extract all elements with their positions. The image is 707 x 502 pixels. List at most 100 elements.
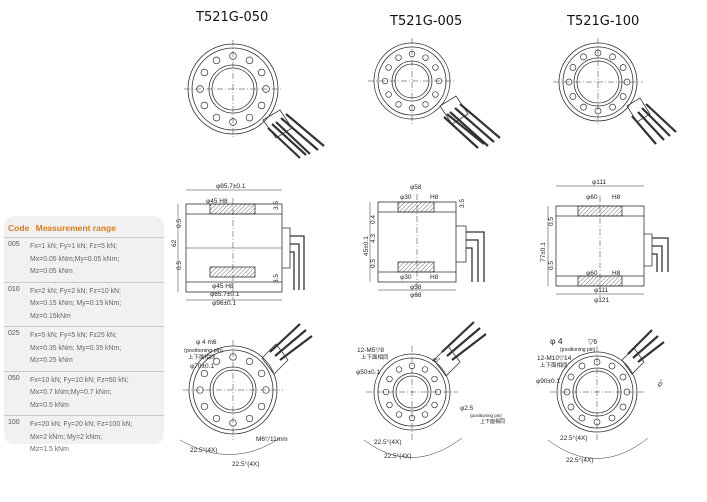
ang2-005: 22.5°(4X) xyxy=(384,452,412,460)
model-title-050: T521G-050 xyxy=(196,10,269,25)
header-range: Measurement range xyxy=(35,223,116,233)
row-range-line: Mx=2 kNm; My=2 kNm; xyxy=(30,433,102,441)
dim-bore-fit-100a: H8 xyxy=(612,194,621,201)
row-code: 025 xyxy=(8,330,20,337)
side-labels-005: φ58 φ30 H8 φ30 H8 φ58 φ68 45±0.1 0.4 4.3… xyxy=(363,184,466,299)
bottom-view-050 xyxy=(179,323,313,455)
row-range-line: Mx=0.35 kNm; My=0.35 kNm; xyxy=(30,344,122,352)
dim-bore-fit-100b: H8 xyxy=(612,270,621,277)
dim-05b-050: 0.5 xyxy=(176,261,183,270)
row-range-line: Fx=1 kN; Fy=1 kN; Fz=5 kN; xyxy=(30,243,118,250)
pin-depth-100: ▽6 xyxy=(588,339,597,346)
row-range-line: Fx=20 kN; Fy=20 kN; Fz=100 kN; xyxy=(30,421,133,428)
row-range-line: Fx=10 kN; Fy=10 kN; Fz=50 kN; xyxy=(30,376,129,384)
dim-05a-100: 0.5 xyxy=(548,217,555,226)
measurement-range-table: Code Measurement range 005 Fx=1 kN; Fy=1 … xyxy=(4,216,164,453)
dim-05a-050: 0.5 xyxy=(176,219,183,228)
pcd-050: φ70±0.1 xyxy=(190,363,214,370)
dim-bore-bot-005: φ30 xyxy=(400,274,412,281)
dim-bot1-100: φ111 xyxy=(594,287,608,294)
dim-bot2-005: φ68 xyxy=(410,292,422,299)
dim-04-005: 0.4 xyxy=(370,215,377,224)
top-view-005 xyxy=(368,38,501,149)
row-range-line: Mz=1.5 kNm xyxy=(30,446,69,453)
table-header: Code Measurement range xyxy=(8,223,120,233)
ang1-050: 22.5°(4X) xyxy=(190,446,218,454)
row-code: 005 xyxy=(8,241,20,248)
pin-005: φ2.5 xyxy=(460,405,474,412)
dim-bore-bot-100: φ60 xyxy=(586,270,598,277)
bottom-labels-100: φ 4 ▽6 (positioning pin) 12-M10▽14 上下面相同… xyxy=(536,336,666,464)
dim-bore-fit-005a: H8 xyxy=(430,194,439,201)
dim-height-100: 77±0.1 xyxy=(540,242,547,262)
side-labels-100: φ111 φ60 H8 φ60 H8 φ111 φ121 77±0.1 0.5 … xyxy=(540,179,621,304)
ang2-100: 22.5°(4X) xyxy=(566,456,594,464)
dim-top-050: φ85.7±0.1 xyxy=(216,183,246,190)
header-code: Code xyxy=(8,223,30,233)
dim-height-050: 62 xyxy=(171,239,178,247)
dim-bore-top-050: φ45 H8 xyxy=(206,198,228,205)
ang1-100: 22.5°(4X) xyxy=(560,434,588,442)
thread-005: 12-M5▽8 xyxy=(357,347,384,354)
row-range-line: Mx=0.15 kNm; My=0.15 kNm; xyxy=(30,300,122,307)
pin-100: φ 4 xyxy=(550,336,563,346)
dim-bot1-050: φ85.7±0.1 xyxy=(210,291,240,298)
table-row: 025 Fx=5 kN; Fy=5 kN; Fz25 kN; Mx=0.35 kNm… xyxy=(4,326,164,371)
bottom-view-005 xyxy=(363,321,487,458)
row-range-line: Fx=2 kN; Fy=2 kN; Fz=10 kN; xyxy=(30,287,121,295)
table-row: 050 Fx=10 kN; Fy=10 kN; Fz=50 kN; Mx=0.7 k… xyxy=(4,370,164,416)
dim-top-005: φ58 xyxy=(410,184,422,191)
dim-top-100: φ111 xyxy=(592,179,606,186)
thread-cn-100: 上下面相同 xyxy=(540,361,568,369)
dim-bot2-050: φ96±0.1 xyxy=(212,300,236,307)
thread-100: 12-M10▽14 xyxy=(537,355,572,362)
side-labels-050: φ85.7±0.1 φ45 H8 φ45 H8 φ85.7±0.1 φ96±0.… xyxy=(171,183,280,307)
dim-35b-050: 3.5 xyxy=(273,274,280,283)
pcd-100: φ90±0.1 xyxy=(536,378,560,385)
dim-35a-050: 3.5 xyxy=(273,201,280,210)
row-range-line: Mz=0.05 kNm xyxy=(30,268,73,275)
side-view-100 xyxy=(547,185,669,298)
dim-bore-top-100: φ60 xyxy=(586,194,598,201)
row-range-line: Mx=0.05 kNm;My=0.05 kNm; xyxy=(30,255,120,263)
dim-43-005: 4.3 xyxy=(370,234,377,243)
side-view-050 xyxy=(177,189,305,301)
ang-100: 45° xyxy=(657,379,666,389)
bottom-labels-005: 12-M5▽8 上下面相同 45° φ50±0.1 φ2.5 (position… xyxy=(356,347,505,460)
row-range-line: Mz=0.5 kNm xyxy=(30,401,69,409)
pin-note-100: (positioning pin) xyxy=(560,347,596,353)
row-code: 100 xyxy=(8,419,20,426)
ang2-050: 22.5°(4X) xyxy=(232,460,260,468)
dim-bore-fit-005b: H8 xyxy=(430,274,439,281)
top-view-050 xyxy=(184,40,325,159)
pin-050: φ 4 m6 xyxy=(196,339,217,346)
thread-050: M6▽11mm xyxy=(256,436,288,443)
pin-note-050: (positioning pin) xyxy=(184,348,223,354)
side-view-005 xyxy=(369,194,485,296)
model-title-005: T521G-005 xyxy=(390,14,463,29)
dim-05b-100: 0.5 xyxy=(548,261,555,270)
ang1-005: 22.5°(4X) xyxy=(374,438,402,446)
pin-cn-005: 上下面相同 xyxy=(480,418,505,425)
dim-bot1-005: φ58 xyxy=(410,284,422,291)
row-range-line: Mz=0.25 kNm xyxy=(30,357,73,364)
pin-cn-050: 上下面相同 xyxy=(188,353,216,361)
ang-005: 45° xyxy=(432,358,440,364)
row-code: 010 xyxy=(8,285,20,293)
bottom-view-100 xyxy=(547,329,665,459)
table-row: 005 Fx=1 kN; Fy=1 kN; Fz=5 kN; Mx=0.05 kNm… xyxy=(4,237,164,282)
row-range-line: Fx=5 kN; Fy=5 kN; Fz25 kN; xyxy=(30,332,117,339)
row-range-line: Mx=0.7 kNm;My=0.7 kNm; xyxy=(30,389,112,396)
table-rows: 005 Fx=1 kN; Fy=1 kN; Fz=5 kN; Mx=0.05 kNm… xyxy=(4,237,164,460)
row-range-line: Mz=0.15kNm xyxy=(30,312,71,320)
table-row: 010 Fx=2 kN; Fy=2 kN; Fz=10 kN; Mx=0.15 kN… xyxy=(4,281,164,327)
row-code: 050 xyxy=(8,374,20,382)
bottom-labels-050: φ 4 m6 (positioning pin) 上下面相同 φ70±0.1 M… xyxy=(184,339,288,468)
table-row: 100 Fx=20 kN; Fy=20 kN; Fz=100 kN; Mx=2 kN… xyxy=(4,415,164,460)
dim-35-005: 3.5 xyxy=(459,199,466,208)
dim-05-005: 0.5 xyxy=(370,259,377,268)
pin-note-005: (positioning pin) xyxy=(470,413,502,418)
dim-height-005: 45±0.1 xyxy=(363,236,370,256)
dim-bot2-100: φ121 xyxy=(594,297,609,304)
